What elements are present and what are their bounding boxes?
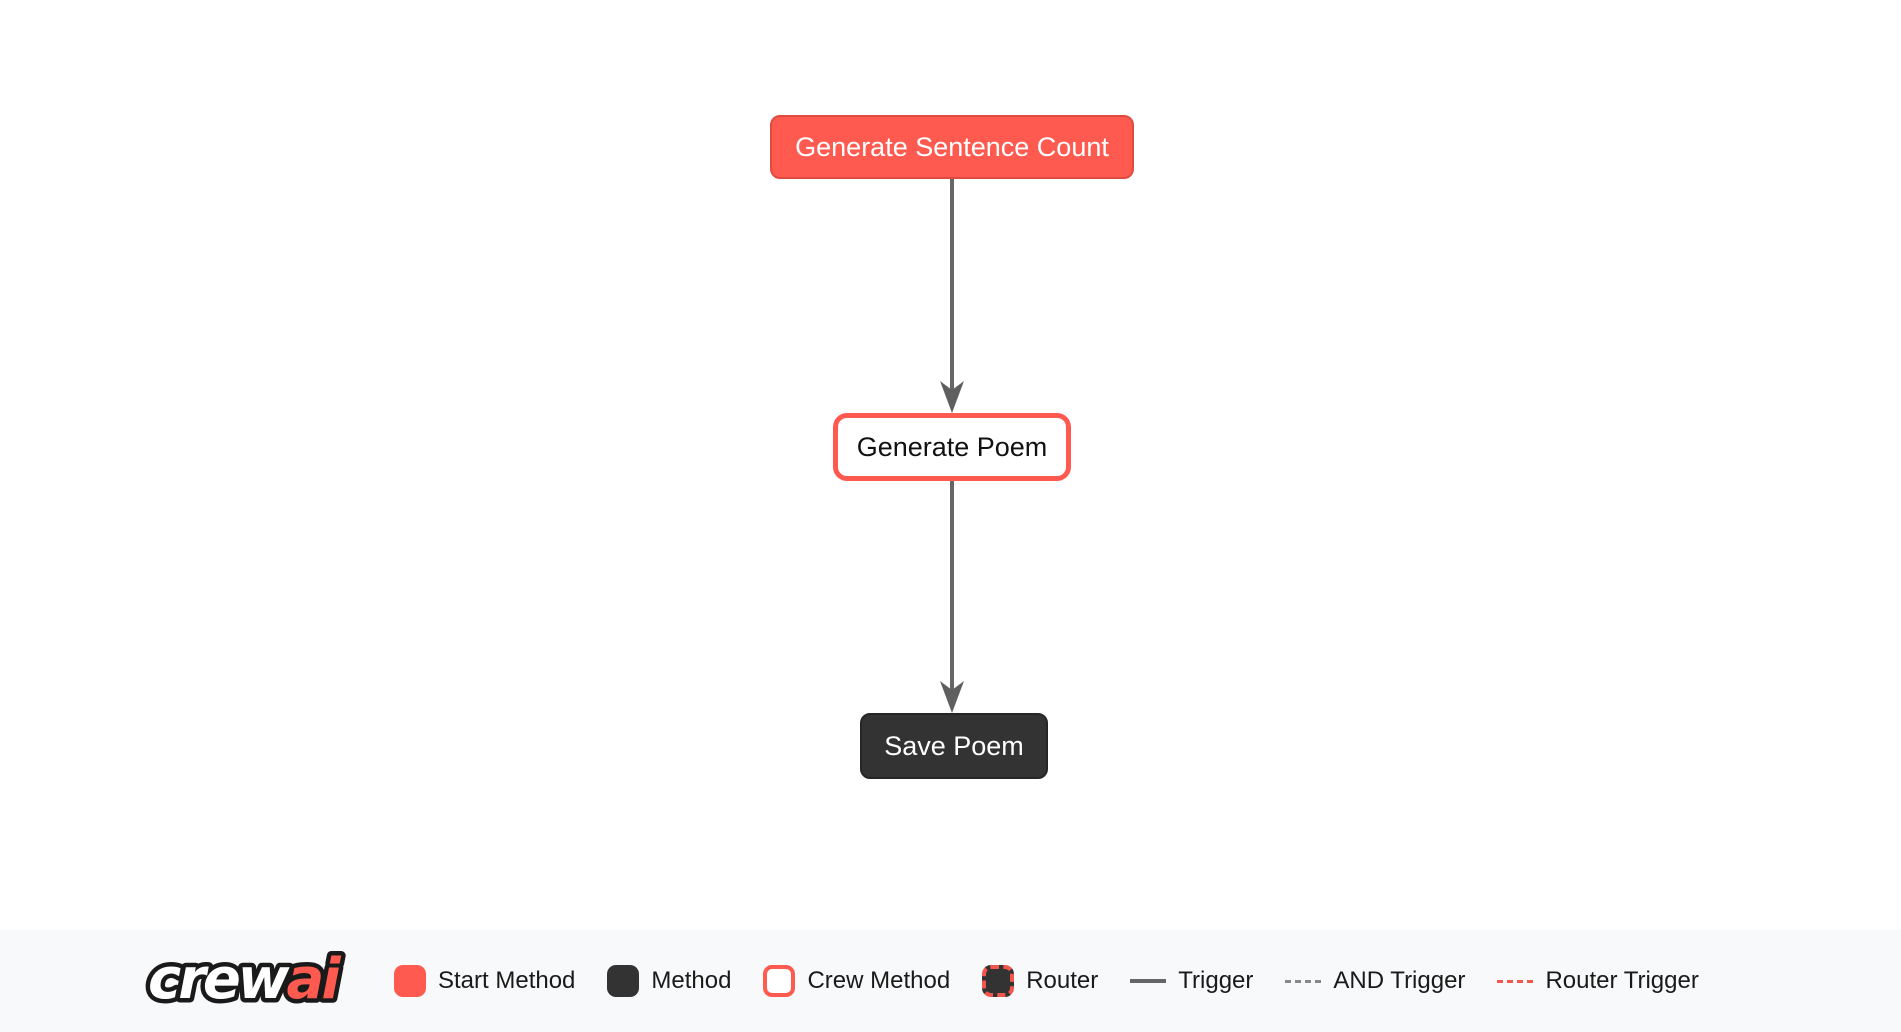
legend-label: Start Method bbox=[438, 967, 576, 994]
edge-trigger-1 bbox=[940, 179, 964, 413]
legend-item-start-method: Start Method bbox=[394, 965, 575, 997]
node-label: Generate Sentence Count bbox=[795, 131, 1109, 162]
legend-item-router-trigger: Router Trigger bbox=[1497, 967, 1699, 995]
crewai-logo: crewai bbox=[140, 940, 358, 1023]
router-swatch bbox=[982, 965, 1015, 997]
legend-bar: crewai Start Method Method Crew Method R… bbox=[0, 930, 1901, 1032]
legend-label: Router Trigger bbox=[1545, 967, 1699, 994]
legend-item-trigger: Trigger bbox=[1130, 967, 1253, 995]
legend-label: Trigger bbox=[1178, 967, 1254, 994]
legend-item-router: Router bbox=[982, 965, 1098, 997]
router-trigger-line-swatch bbox=[1497, 979, 1534, 983]
legend-label: Crew Method bbox=[807, 967, 951, 994]
legend-label: Router bbox=[1026, 967, 1099, 994]
logo-text-ai: ai bbox=[287, 947, 342, 1012]
node-label: Generate Poem bbox=[856, 431, 1048, 462]
trigger-line-swatch bbox=[1130, 979, 1167, 983]
flow-node-generate-sentence-count[interactable]: Generate Sentence Count bbox=[770, 115, 1134, 179]
legend-label: AND Trigger bbox=[1333, 967, 1466, 994]
legend-label: Method bbox=[651, 967, 732, 994]
legend-item-crew-method: Crew Method bbox=[763, 965, 950, 997]
start-method-swatch bbox=[394, 965, 426, 997]
and-trigger-line-swatch bbox=[1285, 979, 1322, 983]
edge-trigger-2 bbox=[940, 481, 964, 713]
svg-text:crewai: crewai bbox=[148, 947, 341, 1012]
method-swatch bbox=[607, 965, 640, 997]
flow-node-generate-poem[interactable]: Generate Poem bbox=[833, 413, 1071, 481]
node-label: Save Poem bbox=[884, 730, 1024, 761]
logo-text-crew: crew bbox=[148, 947, 290, 1012]
flow-node-save-poem[interactable]: Save Poem bbox=[860, 713, 1048, 779]
legend-item-method: Method bbox=[607, 965, 731, 997]
crew-method-swatch bbox=[763, 965, 796, 997]
legend-item-and-trigger: AND Trigger bbox=[1285, 967, 1465, 995]
